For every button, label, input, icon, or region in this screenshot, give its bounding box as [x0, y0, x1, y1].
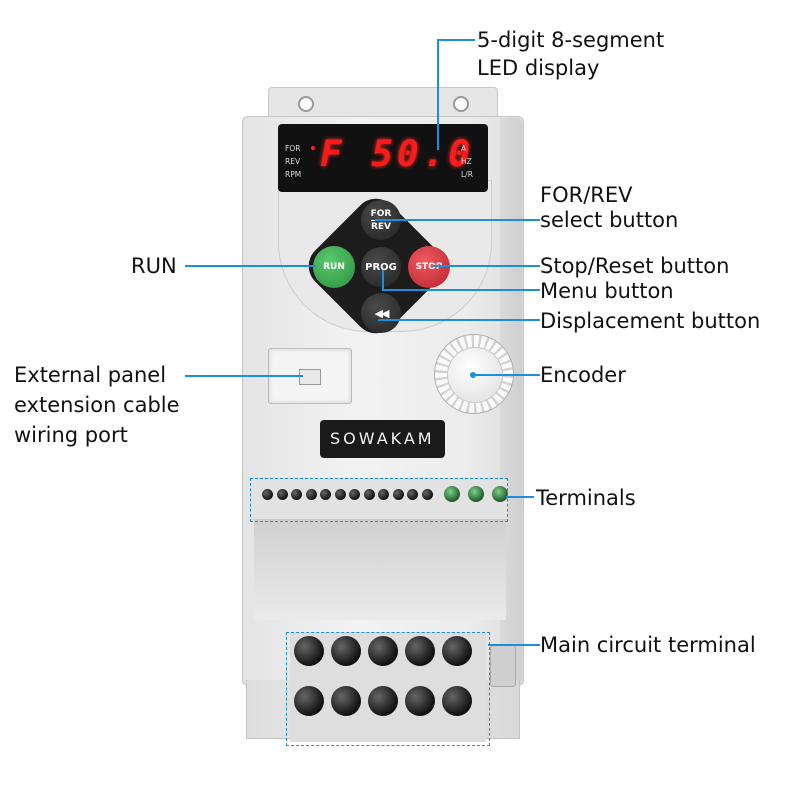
mounting-hole-left [298, 96, 314, 112]
indicator-a: A [461, 144, 467, 153]
control-terminal-screw [320, 489, 331, 500]
main-terminal-screw [331, 686, 361, 716]
label-external-line2: extension cable [14, 393, 180, 417]
main-terminal-screw [405, 686, 435, 716]
relay-terminal-screw [492, 486, 508, 502]
clip-right [490, 645, 516, 687]
indicator-for: FOR [285, 144, 301, 153]
relay-terminal-screw [444, 486, 460, 502]
main-terminal-screw [442, 686, 472, 716]
label-for-rev-line2: select button [540, 208, 679, 232]
control-terminal-screw [262, 489, 273, 500]
label-stop-reset: Stop/Reset button [540, 254, 730, 278]
dot-encoder [470, 372, 476, 378]
indicator-rpm: RPM [285, 170, 302, 179]
led-readout: F 50.0 [320, 134, 475, 175]
indicator-lr: L/R [461, 170, 473, 179]
led-display: FOR REV RPM F 50.0 A HZ L/R [278, 124, 488, 192]
label-encoder: Encoder [540, 363, 626, 387]
control-terminal-screw [334, 489, 346, 500]
run-button[interactable]: RUN [313, 246, 355, 288]
label-external-line1: External panel [14, 363, 167, 387]
label-terminals: Terminals [536, 486, 636, 510]
control-terminal-screw [305, 489, 317, 500]
rev-key-label: REV [370, 221, 392, 232]
line-led-display [437, 39, 475, 150]
lower-housing [254, 520, 506, 620]
main-terminal-screw [331, 636, 361, 666]
label-led-display-line1: 5-digit 8-segment [477, 28, 665, 52]
main-terminal-highlight [286, 632, 490, 746]
main-terminal-screw [368, 686, 398, 716]
indicator-dot-for [311, 146, 315, 150]
relay-terminal-screw [468, 486, 484, 502]
terminals-highlight [250, 478, 508, 522]
label-main-circuit: Main circuit terminal [540, 633, 756, 657]
main-terminal-screw [442, 636, 472, 666]
indicator-dot-hz [453, 159, 457, 163]
control-terminal-screw [363, 489, 375, 500]
label-menu: Menu button [540, 279, 674, 303]
brand-plate: SOWAKAM [320, 420, 445, 458]
prog-button[interactable]: PROG [361, 247, 401, 287]
control-terminal-screw [291, 489, 302, 500]
control-terminal-screw [392, 489, 404, 500]
control-terminal-screw [378, 489, 389, 500]
control-terminal-screw [407, 489, 418, 500]
shift-button[interactable]: ◀◀ [361, 293, 401, 333]
main-terminal-screw [294, 686, 324, 716]
main-terminal-screw [405, 636, 435, 666]
main-terminal-screw [368, 636, 398, 666]
line-menu [382, 270, 540, 291]
label-external-line3: wiring port [14, 423, 128, 447]
indicator-rev: REV [285, 157, 301, 166]
control-terminal-screw [276, 489, 288, 500]
control-terminal-screw [421, 489, 433, 500]
label-run: RUN [131, 254, 177, 278]
label-displacement: Displacement button [540, 309, 761, 333]
indicator-hz: HZ [461, 157, 472, 166]
control-terminal-screw [349, 489, 360, 500]
rewind-icon: ◀◀ [374, 306, 390, 320]
mounting-hole-right [453, 96, 469, 112]
label-led-display-line2: LED display [477, 56, 600, 80]
label-for-rev-line1: FOR/REV [540, 183, 633, 207]
main-terminal-screw [294, 636, 324, 666]
brand-logo-text: SOWAKAM [330, 429, 435, 448]
